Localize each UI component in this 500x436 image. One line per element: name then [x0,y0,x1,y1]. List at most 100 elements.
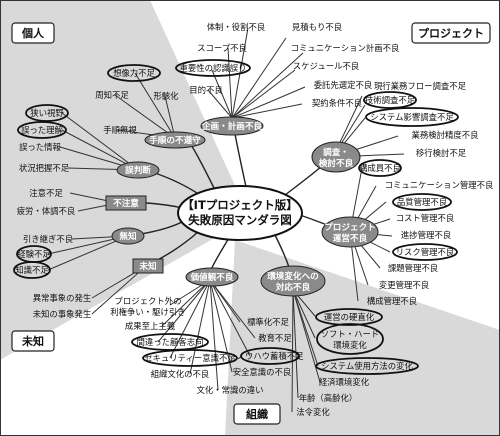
item-security: セキュリティー意識不足 [144,353,236,363]
item-org-culture: 組織文化の不良 [151,369,210,379]
hub-survey: 調査・ 検討不良 [311,141,361,173]
item-imagination: 想像力不足 [113,68,155,78]
item-attention: 注意不足 [29,188,63,198]
carelessness-items: 注意不足 疲労・体調不良 [17,188,76,216]
item-vendor-selection: 委託先選定不良 [314,80,373,90]
quadrant-unknown [0,218,250,436]
center-title-line1: 【ITプロジェクト版】 [182,198,298,212]
hub-pm-line2: 運営不良 [333,232,368,244]
item-migration: 移行検討不足 [416,148,467,158]
hub-misjudgment: 誤判断 [116,161,160,179]
item-aging: 年齢（高齢化） [299,393,358,403]
hub-carelessness: 不注意 [105,195,147,211]
hub-values: 価値観不良 [185,267,239,287]
hub-planning-label: 企画・計画不良 [201,120,263,132]
item-wrong-understanding: 誤った理解 [21,125,63,135]
highlight-ovals [13,59,459,375]
corner-organization: 組織 [246,407,268,421]
item-schedule: スケジュール不良 [293,61,359,71]
hub-procedure-label: 手順の不遵守 [149,134,201,146]
survey-items: 現行業務フロー調査不足 技術調査不足 システム影響調査不足 業務検討精度不良 移… [365,81,479,158]
item-rigid-operation: 運営の硬直化 [324,312,375,322]
corner-project: プロジェクト [418,26,484,40]
item-culture-diff: 文化・常識の違い [197,385,264,395]
env-items: 運営の硬直化 ソフト・ハード 環境変化 システム使用方法の変化 経済環境変化 年… [296,312,413,417]
item-external-interest-line2: 利権争い・駆け引き [110,307,185,317]
item-standardization: 標準化不足 [247,317,289,327]
item-experience: 経験不足 [17,249,51,259]
hub-env-line2: 対応不良 [275,281,311,293]
quadrant-project [150,0,500,218]
hub-pm: プロジェクト 運営不良 [321,216,379,248]
item-narrow-view: 狭い視野 [30,108,64,118]
item-estimation: 見積もり不良 [292,22,342,32]
hub-unknown: 未知 [132,258,164,274]
item-contract: 契約条件不良 [312,98,362,108]
item-knowhow: ノウハウ蓄積不足 [237,351,305,361]
item-cost-mgmt: コスト管理不良 [396,213,455,223]
hub-survey-line1: 調査・ [323,146,349,158]
item-education: 教育不足 [258,333,292,343]
item-scope: スコープ不良 [197,43,247,53]
hub-env: 環境変化への 対応不良 [260,265,326,297]
hub-values-label: 価値観不良 [190,271,234,283]
item-comm-mgmt: コミュニケーション管理不良 [385,180,494,190]
item-situation: 状況把握不足 [19,163,70,173]
item-results-first: 成果至上主義 [125,321,176,331]
unknown-items: 異常事象の発生 未知の事象発生 [33,293,92,319]
item-sw-hw-line1: ソフト・ハード [321,329,380,339]
corner-individual: 個人 [21,26,45,40]
item-purpose: 目的不良 [189,85,223,95]
hub-pm-line1: プロジェクト [324,221,376,233]
hub-misjudge: 無知 [111,227,145,245]
item-current-flow: 現行業務フロー調査不足 [374,81,467,91]
item-quality-mgmt: 品質管理不良 [397,197,447,207]
item-external-interest-line1: プロジェクト外の [115,296,182,306]
item-fatigue: 疲労・体調不良 [17,206,76,216]
item-abnormal-event: 異常事象の発生 [33,293,92,303]
procedure-items: 想像力不足 周知不足 形骸化 手順無視 [95,68,179,135]
hub-misjudgment-label: 誤判断 [125,164,151,176]
hub-planning: 企画・計画不良 [200,116,264,136]
item-usage-change: システム使用方法の変化 [321,361,413,371]
item-importance: 重要性の認識誤り [180,63,247,73]
item-knowledge: 知識不足 [15,265,49,275]
pm-items: 構成員不良 コミュニケーション管理不良 品質管理不良 コスト管理不良 進捗管理不… [359,163,493,306]
corner-unknown: 未知 [21,334,44,348]
center-node: 【ITプロジェクト版】 失敗原因マンダラ図 [177,185,303,241]
item-economy: 経済環境変化 [319,377,370,387]
item-progress-mgmt: 進捗管理不良 [401,230,451,240]
hub-unknown-label: 未知 [138,260,156,272]
item-issue-mgmt: 課題管理不良 [388,263,438,273]
item-safety-awareness: 安全意識の不良 [233,367,292,377]
hub-misjudge-label: 無知 [119,230,136,242]
item-config-mgmt: 構成管理不良 [367,296,417,306]
center-title-line2: 失敗原因マンダラ図 [188,213,292,227]
item-members: 構成員不良 [359,163,401,173]
item-sw-hw-line2: 環境変化 [333,340,367,350]
item-change-mgmt: 変更管理不良 [379,280,429,290]
item-comm-plan: コミュニケーション計画不良 [291,43,400,53]
item-structure-roles: 体制・役割不良 [207,22,266,32]
item-notice: 周知不足 [95,90,129,100]
item-tech-survey: 技術調査不足 [365,95,416,105]
hub-carelessness-label: 不注意 [113,197,139,209]
hub-procedure: 手順の不遵守 [144,131,206,149]
hub-survey-line2: 検討不良 [319,157,354,169]
item-ignore-procedure: 手順無視 [103,125,137,135]
item-unknown-event: 未知の事象発生 [33,309,92,319]
item-formality: 形骸化 [153,91,179,101]
item-customer-focus: 間違った顧客志向 [137,337,204,347]
planning-items: 体制・役割不良 見積もり不良 スコープ不良 コミュニケーション計画不良 重要性の… [180,22,400,108]
item-risk-mgmt: リスク管理不良 [396,247,455,257]
misjudgment-items: 狭い視野 誤った理解 誤った情報 状況把握不足 [19,108,70,173]
item-law: 法令変化 [296,407,330,417]
corner-labels: 個人 プロジェクト 未知 組織 [11,22,491,425]
hub-env-line1: 環境変化への [267,270,319,282]
item-system-impact: システム影響調査不足 [370,112,454,122]
ignorance-items: 引き継ぎ不良 経験不足 知識不足 [15,234,73,275]
item-handover: 引き継ぎ不良 [23,234,73,244]
item-business-accuracy: 業務検討精度不良 [412,130,479,140]
item-wrong-info: 誤った情報 [19,142,61,152]
